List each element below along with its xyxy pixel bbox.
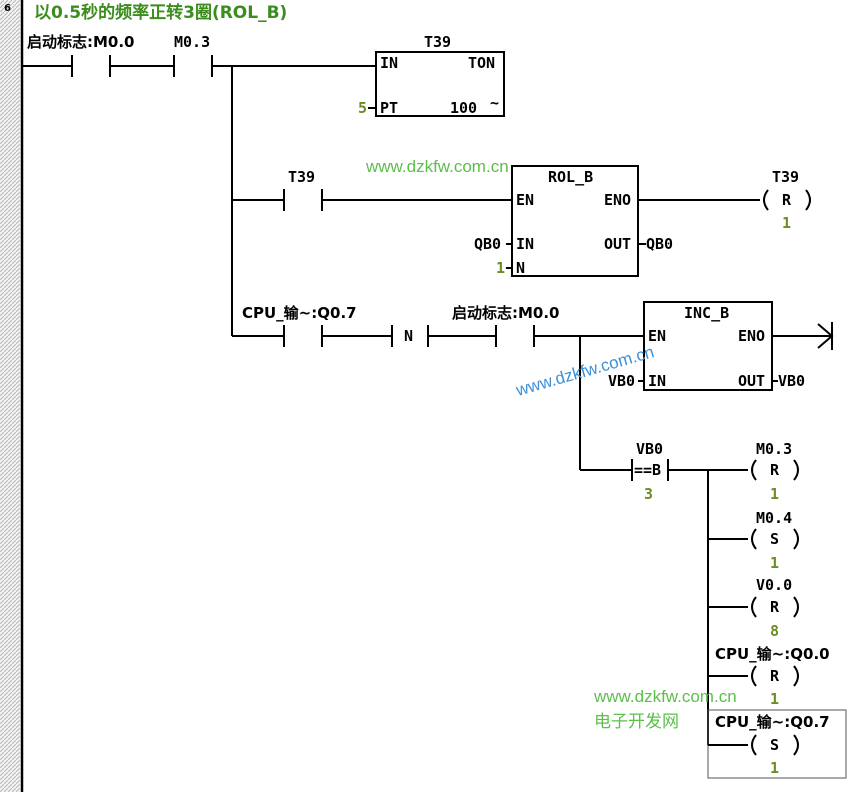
coil-m03-reset[interactable]: M0.3 R 1 (708, 440, 799, 503)
coil-op: R (770, 461, 780, 479)
coil-address: V0.0 (756, 576, 792, 594)
coil-address: CPU_输~:Q0.7 (715, 713, 830, 731)
coil-count: 8 (770, 622, 779, 640)
timer-pt-value: 5 (358, 99, 367, 117)
inc-b-name: INC_B (684, 304, 729, 322)
timer-tilde: ~ (490, 94, 499, 112)
coil-count: 1 (770, 554, 779, 572)
coil-op: R (770, 667, 780, 685)
inc-b-out-addr: VB0 (778, 372, 805, 390)
network-title: 以0.5秒的频率正转3圈(ROL_B) (34, 2, 287, 23)
coil-op: S (770, 530, 779, 548)
rol-b-n-value: 1 (496, 259, 505, 277)
contact-start-flag-label: 启动标志:M0.0 (27, 33, 135, 51)
inc-b-in-addr: VB0 (608, 372, 635, 390)
timer-block[interactable]: T39 IN TON PT 100 ~ 5 (358, 33, 505, 117)
rol-b-in: IN (516, 235, 534, 253)
watermark-bottom: www.dzkfw.com.cn (593, 687, 737, 706)
coil-count: 1 (770, 690, 779, 708)
negative-transition[interactable]: N (391, 325, 429, 347)
compare-value: 3 (644, 485, 653, 503)
network-number: 6 (4, 3, 11, 14)
coil-count: 1 (770, 485, 779, 503)
rol-b-en: EN (516, 191, 534, 209)
watermark-bottom-cn: 电子开发网 (594, 712, 679, 732)
coil-count: 1 (770, 759, 779, 777)
contact-start-flag[interactable]: 启动标志:M0.0 (27, 33, 135, 77)
inc-b-out: OUT (738, 372, 765, 390)
rol-b-n: N (516, 259, 525, 277)
timer-name: T39 (424, 33, 451, 51)
timer-resolution: 100 (450, 99, 477, 117)
contact-cpu-q07-label: CPU_输~:Q0.7 (242, 304, 357, 322)
rol-b-eno: ENO (604, 191, 631, 209)
coil-q07-set[interactable]: CPU_输~:Q0.7 S 1 (707, 709, 847, 779)
output-arrow-icon (817, 322, 834, 350)
rol-b-out-addr: QB0 (646, 235, 673, 253)
watermark-top: www.dzkfw.com.cn (365, 157, 509, 176)
coil-op: R (770, 598, 780, 616)
contact-m03[interactable]: M0.3 (173, 33, 213, 77)
rol-b-block[interactable]: ROL_B EN ENO IN OUT N QB0 QB0 1 (474, 165, 673, 277)
coil-address: M0.4 (756, 509, 792, 527)
coil-t39-reset[interactable]: T39 R 1 (763, 168, 811, 232)
rol-b-in-addr: QB0 (474, 235, 501, 253)
contact-start-flag-2-label: 启动标志:M0.0 (452, 304, 560, 322)
rol-b-out: OUT (604, 235, 631, 253)
contact-m03-label: M0.3 (174, 33, 210, 51)
contact-start-flag-2[interactable]: 启动标志:M0.0 (452, 304, 560, 347)
compare-operator: ==B (634, 461, 661, 479)
coil-count: 1 (782, 214, 791, 232)
coil-m04-set[interactable]: M0.4 S 1 (708, 509, 799, 572)
contact-t39-label: T39 (288, 168, 315, 186)
rol-b-name: ROL_B (548, 168, 593, 186)
coil-op: R (782, 191, 792, 209)
coil-address: M0.3 (756, 440, 792, 458)
contact-t39[interactable]: T39 (283, 168, 323, 211)
left-gutter (0, 0, 20, 792)
inc-b-en: EN (648, 327, 666, 345)
inc-b-eno: ENO (738, 327, 765, 345)
timer-in-pin: IN (380, 54, 398, 72)
inc-b-block[interactable]: INC_B EN ENO IN OUT VB0 VB0 (608, 301, 805, 391)
compare-address: VB0 (636, 440, 663, 458)
coil-v00-reset[interactable]: V0.0 R 8 (708, 576, 799, 640)
inc-b-in: IN (648, 372, 666, 390)
compare-contact[interactable]: VB0 ==B 3 (631, 440, 669, 503)
coil-address: CPU_输~:Q0.0 (715, 645, 830, 663)
timer-pt-pin: PT (380, 99, 398, 117)
coil-address: T39 (772, 168, 799, 186)
contact-cpu-q07[interactable]: CPU_输~:Q0.7 (242, 304, 357, 347)
timer-type: TON (468, 54, 495, 72)
negative-transition-label: N (404, 327, 413, 345)
coil-op: S (770, 736, 779, 754)
coil-q00-reset[interactable]: CPU_输~:Q0.0 R 1 (708, 645, 830, 708)
